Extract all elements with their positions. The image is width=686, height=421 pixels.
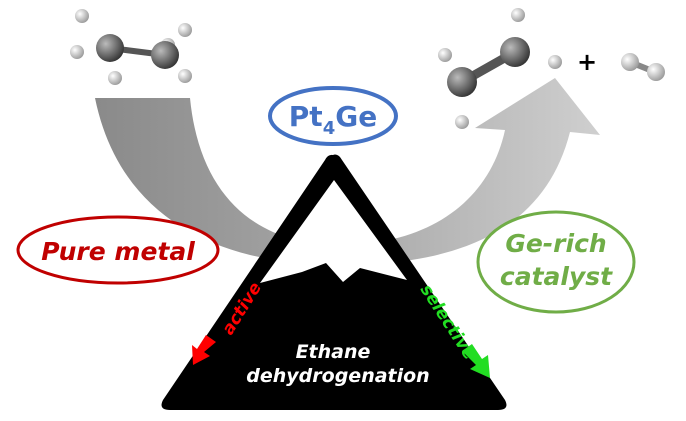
mountain-triangle	[161, 154, 507, 410]
active-arrow-icon	[192, 335, 216, 365]
svg-text:Pt4Ge: Pt4Ge	[289, 100, 377, 139]
hydrogen-molecule	[621, 53, 665, 81]
ethane-molecule	[70, 9, 192, 85]
svg-text:Pure metal: Pure metal	[41, 237, 195, 266]
selective-arrow-icon	[462, 344, 490, 378]
svg-text:catalyst: catalyst	[500, 262, 613, 291]
ge-rich-catalyst-label: Ge-rich catalyst	[476, 210, 636, 314]
pt4ge-label: Pt4Ge	[268, 86, 398, 146]
mountain-title-line1: Ethane	[296, 341, 371, 363]
plus-sign: +	[577, 48, 597, 76]
ethylene-molecule	[438, 8, 562, 129]
svg-text:Ge-rich: Ge-rich	[505, 229, 606, 258]
mountain-title-line2: dehydrogenation	[246, 365, 429, 387]
pure-metal-label: Pure metal	[16, 215, 220, 285]
reaction-arc-arrow	[95, 78, 600, 265]
